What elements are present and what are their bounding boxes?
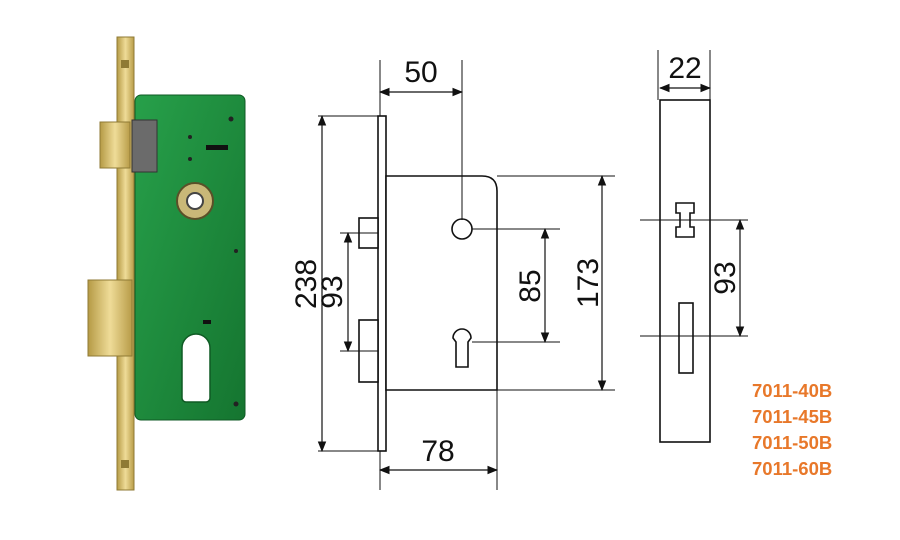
faceplate-screw-bottom [121,460,129,468]
model-code: 7011-60B [752,458,833,479]
side-bolt-slot [678,302,694,374]
rivet-2 [188,157,192,161]
dim-label-22: 22 [668,52,701,85]
dim-label-side-93: 93 [709,261,742,294]
rivet-1 [188,135,192,139]
faceplate [116,36,135,491]
front-faceplate [377,115,387,452]
cylinder-cutout [181,333,211,403]
slot-mark [206,145,228,150]
faceplate-screw-top [121,60,129,68]
small-slot [203,320,211,324]
dim-label-173: 173 [572,258,605,308]
screw-bottom [233,401,239,407]
front-follower-hole [451,218,473,240]
front-view [317,60,615,490]
dead-bolt [87,279,133,357]
front-keyhole [452,328,472,368]
dim-label-238: 238 [290,259,323,309]
dim-label-93: 93 [316,275,349,308]
latch-mechanism [131,119,158,173]
screw-top [228,116,234,122]
latch-bolt [99,121,131,169]
green-lock-case [134,94,246,421]
model-code: 7011-40B [752,380,833,401]
dim-label-85: 85 [514,269,547,302]
side-view [640,50,748,443]
lock-photo [87,36,246,491]
front-case-outline [385,175,498,391]
model-code: 7011-45B [752,406,833,427]
model-code: 7011-50B [752,432,833,453]
side-outline [659,99,711,443]
model-list: 7011-40B 7011-45B 7011-50B 7011-60B [752,378,882,482]
dim-label-78: 78 [421,435,454,468]
dim-label-50: 50 [404,56,437,89]
follower-hub-inner [186,192,204,210]
screw-mid [234,249,238,253]
